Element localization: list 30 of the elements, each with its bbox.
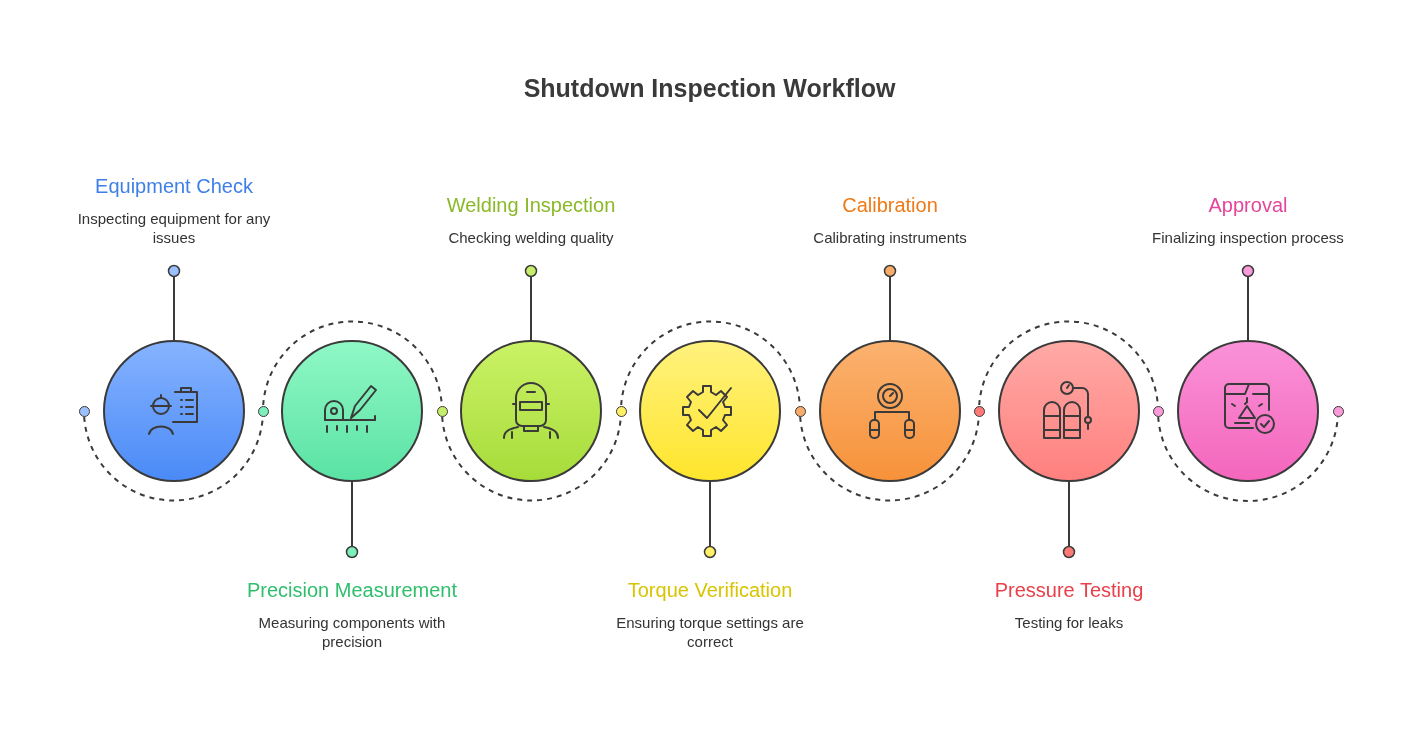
connector-dot (78, 405, 90, 417)
step-title: Approval (1208, 193, 1288, 217)
step-title: Precision Measurement (246, 578, 458, 602)
step-title: Torque Verification (627, 578, 793, 602)
step-description: Inspecting equipment for any issues (76, 209, 272, 247)
step-circle (998, 340, 1140, 482)
step-title: Welding Inspection (446, 193, 616, 217)
step-description: Ensuring torque settings are correct (615, 613, 805, 651)
connector-dot (794, 405, 806, 417)
step-title: Pressure Testing (994, 578, 1144, 602)
step-description: Finalizing inspection process (1152, 228, 1344, 247)
connector-dot (973, 405, 985, 417)
title: Shutdown Inspection Workflow (522, 74, 897, 103)
step-circle (639, 340, 781, 482)
connector-dot (615, 405, 627, 417)
connector-dot (436, 405, 448, 417)
step-description: Checking welding quality (448, 228, 614, 247)
step-description: Measuring components with precision (257, 613, 447, 651)
step-description: Calibrating instruments (813, 228, 967, 247)
step-circle (103, 340, 245, 482)
step-description: Testing for leaks (1014, 613, 1124, 632)
step-circle (460, 340, 602, 482)
connector-dot (257, 405, 269, 417)
step-title: Calibration (842, 193, 938, 217)
step-circle (281, 340, 423, 482)
connector-dot (1332, 405, 1344, 417)
step-circle (1177, 340, 1319, 482)
step-title: Equipment Check (95, 174, 253, 198)
step-circle (819, 340, 961, 482)
connector-dot (1152, 405, 1164, 417)
